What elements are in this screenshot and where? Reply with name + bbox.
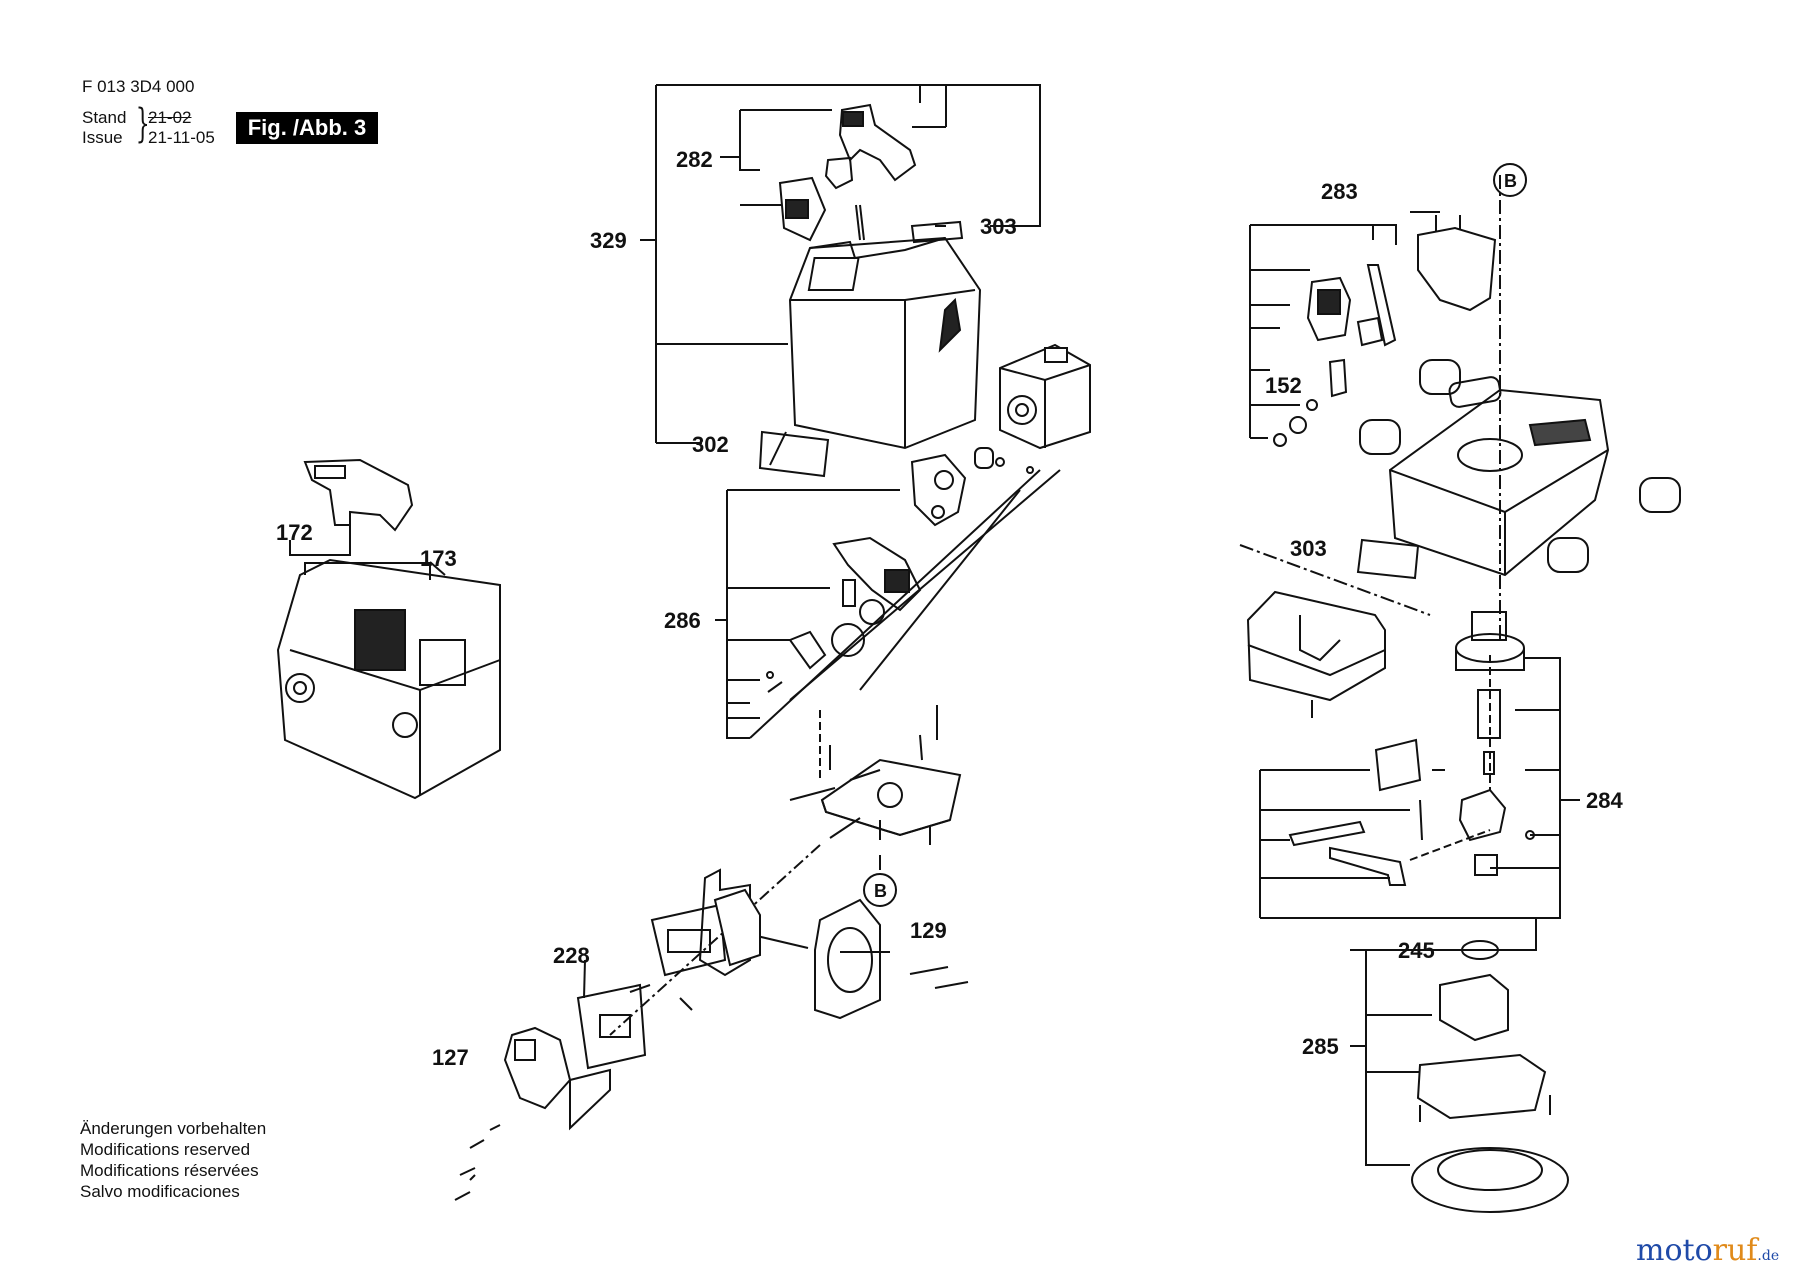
drive-parts-284	[1288, 611, 1535, 886]
watermark-part-1: moto	[1636, 1233, 1713, 1268]
brace-glyph: }	[135, 101, 150, 147]
stand-value: 21-02	[148, 108, 192, 127]
issue-value: 21-11-05	[148, 128, 215, 147]
callout-283: 283	[1321, 179, 1358, 204]
switch-127	[454, 1026, 611, 1201]
label-plates-top	[758, 220, 964, 478]
callout-286: 286	[664, 608, 701, 633]
cover-housing-lower	[1239, 544, 1431, 718]
drawing-number: F 013 3D4 000	[82, 77, 195, 96]
callout-127: 127	[432, 1045, 469, 1070]
reference-marker-b-top	[1493, 163, 1527, 197]
base-plate	[609, 705, 962, 1036]
callout-228: 228	[553, 943, 590, 968]
watermark-suffix: .de	[1757, 1248, 1780, 1264]
fan-129	[739, 898, 969, 1020]
callout-129: 129	[910, 918, 947, 943]
label-plate-303-right	[1356, 538, 1420, 580]
reference-marker-b-mid-label: B	[874, 881, 887, 901]
callout-303-right: 303	[1290, 536, 1327, 561]
note-en: Modifications reserved	[80, 1140, 251, 1159]
callout-152: 152	[1265, 373, 1302, 398]
top-cover	[788, 236, 982, 450]
callout-285: 285	[1302, 1034, 1339, 1059]
reference-marker-b-mid	[863, 873, 897, 907]
main-housing-right	[1388, 376, 1610, 577]
callout-173: 173	[420, 546, 457, 571]
callout-172: 172	[276, 520, 313, 545]
board-bracket	[650, 868, 761, 977]
bracket-284	[1259, 655, 1580, 919]
board-228	[576, 959, 693, 1070]
issue-label: Issue	[82, 128, 123, 147]
bracket-286	[715, 469, 1061, 739]
note-fr: Modifications réservées	[80, 1161, 259, 1180]
callout-245: 245	[1398, 938, 1435, 963]
stand-label: Stand	[82, 108, 127, 127]
note-de: Änderungen vorbehalten	[80, 1119, 267, 1138]
figure-label: Fig. /Abb. 3	[236, 112, 378, 144]
callout-303-top: 303	[980, 214, 1017, 239]
watermark-part-2: ruf	[1712, 1233, 1758, 1268]
callout-302: 302	[692, 432, 729, 457]
bracket-245-285	[1350, 918, 1537, 1166]
callout-284: 284	[1586, 788, 1623, 813]
rollers	[1359, 359, 1681, 573]
top-switch-parts	[778, 103, 917, 242]
modification-notes: Änderungen vorbehalten Modifications res…	[80, 1118, 266, 1202]
base-parts-285	[1411, 175, 1569, 1213]
callout-282: 282	[676, 147, 713, 172]
reference-marker-b-top-label: B	[1504, 171, 1517, 191]
stepper-motor	[999, 343, 1091, 450]
watermark-logo: motoruf.de	[1636, 1236, 1779, 1271]
gearbox-parts	[766, 447, 1034, 693]
note-es: Salvo modificaciones	[80, 1182, 240, 1201]
bracket-329-282-303-302	[640, 84, 1041, 444]
bracket-283-152	[1249, 211, 1440, 439]
assembled-unit	[276, 458, 501, 800]
callout-329: 329	[590, 228, 627, 253]
sensor-parts	[1273, 215, 1497, 447]
